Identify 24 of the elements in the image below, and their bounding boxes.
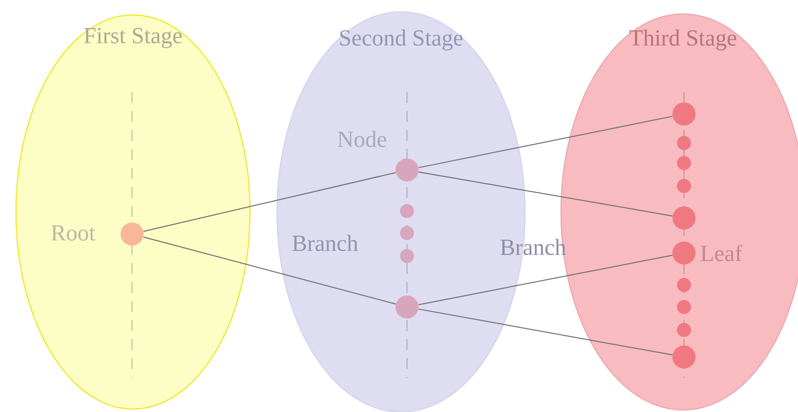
dot — [677, 323, 691, 337]
connector-line — [418, 172, 673, 216]
circle-node — [672, 242, 696, 264]
dot — [400, 249, 414, 263]
connector-line — [418, 308, 673, 356]
circle-node — [672, 346, 696, 368]
connector-line — [142, 236, 396, 304]
dot — [677, 156, 691, 170]
dot — [400, 226, 414, 240]
connector-line — [418, 116, 674, 168]
circle-node — [672, 206, 696, 230]
circle-node — [672, 102, 696, 126]
branch-label: Branch — [292, 234, 358, 252]
circle-node — [120, 222, 144, 246]
circle-node — [396, 296, 418, 318]
circle-node — [396, 158, 418, 182]
dot — [677, 179, 691, 193]
dot — [400, 204, 414, 218]
dot — [677, 278, 691, 292]
dot — [677, 136, 691, 150]
connector-line — [418, 254, 674, 306]
node-label: Root — [51, 225, 96, 241]
dot — [677, 300, 691, 314]
connector-line — [142, 172, 396, 232]
